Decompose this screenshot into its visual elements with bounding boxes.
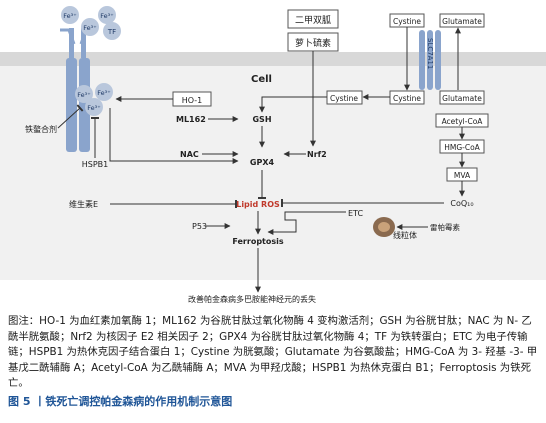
ml162: ML162 <box>176 115 206 124</box>
iron-ions-intracellular: Fe³⁺ Fe³⁺ Fe³⁺ <box>75 83 113 116</box>
nac: NAC <box>180 150 199 159</box>
drug-boxes: 二甲双胍 萝卜硫素 <box>287 9 339 147</box>
fe3-ion-label: Fe³⁺ <box>63 12 76 20</box>
etc: ETC <box>348 209 363 218</box>
hspb1: HSPB1 <box>82 160 109 169</box>
fe3-ion-label: Fe³⁺ <box>97 89 110 97</box>
cystine-outside: Cystine <box>393 17 421 26</box>
mevalonate-pathway: Acetyl-CoA HMG-CoA MVA CoQ₁₀ <box>281 113 489 208</box>
sulforaphane: 萝卜硫素 <box>295 37 331 49</box>
mitochondrion <box>373 217 395 237</box>
coq10: CoQ₁₀ <box>450 199 473 208</box>
ferroptosis: Ferroptosis <box>232 237 284 246</box>
mva: MVA <box>454 171 471 180</box>
glutamate-inside: Glutamate <box>442 94 482 103</box>
figure-title: 图 5 丨铁死亡调控帕金森病的作用机制示意图 <box>8 394 233 408</box>
ho1: HO-1 <box>182 96 203 105</box>
fe3-ion <box>98 6 116 24</box>
rotenone: 雷帕霉素 <box>430 222 460 232</box>
fe3-ion-label: Fe³⁺ <box>77 91 90 99</box>
gpx4: GPX4 <box>250 158 275 167</box>
fe3-ion-label: Fe³⁺ <box>87 104 100 112</box>
cell-label: Cell <box>251 74 272 85</box>
nrf2: Nrf2 <box>307 150 327 159</box>
transferrin-label: TF <box>107 28 116 36</box>
iron-chelator: 铁螯合剂 <box>25 124 57 134</box>
hmg-coa: HMG-CoA <box>444 143 480 152</box>
diagram-canvas: Cell Fe³⁺ Fe³⁺ Fe³⁺ TF Fe³⁺ Fe³⁺ Fe³⁺ 二甲… <box>0 6 546 304</box>
slc7a11-transporter: Cystine Glutamate SLC7A11 Cystine Glutam… <box>389 13 485 105</box>
cell-membrane <box>0 52 546 66</box>
dimethyl-fumarate: 二甲双胍 <box>295 14 331 26</box>
vitamin-e: 维生素E <box>69 199 98 209</box>
gsh: GSH <box>252 115 271 124</box>
fe3-ion-label: Fe³⁺ <box>100 12 113 20</box>
cystine-inside: Cystine <box>393 94 421 103</box>
transferrin <box>103 22 121 40</box>
abbreviation-note: 图注：HO-1 为血红素加氧酶 1；ML162 为谷胱甘肽过氧化物酶 4 变构激… <box>8 315 538 390</box>
lipid-ros: Lipid ROS <box>236 200 280 209</box>
fe3-ion <box>75 85 93 103</box>
fe3-ion <box>81 18 99 36</box>
acetyl-coa: Acetyl-CoA <box>442 117 484 126</box>
fe3-ion <box>85 98 103 116</box>
glutamate-outside: Glutamate <box>442 17 482 26</box>
ferroptosis-diagram: Cell Fe³⁺ Fe³⁺ Fe³⁺ TF Fe³⁺ Fe³⁺ Fe³⁺ 二甲… <box>0 6 546 304</box>
figure-caption: 图注：HO-1 为血红素加氧酶 1；ML162 为谷胱甘肽过氧化物酶 4 变构激… <box>8 314 540 410</box>
outcome: 改善帕金森病多巴胺能神经元的丢失 <box>188 294 316 304</box>
mitochondria-label: 线粒体 <box>393 230 417 240</box>
p53: P53 <box>192 222 207 231</box>
iron-ions-extracellular: Fe³⁺ Fe³⁺ Fe³⁺ TF <box>61 6 121 40</box>
fe3-ion <box>61 6 79 24</box>
fe3-ion-label: Fe³⁺ <box>83 24 96 32</box>
cystine-cytosol: Cystine <box>330 94 358 103</box>
fe3-ion <box>95 83 113 101</box>
slc7a11-label: SLC7A11 <box>426 38 434 69</box>
